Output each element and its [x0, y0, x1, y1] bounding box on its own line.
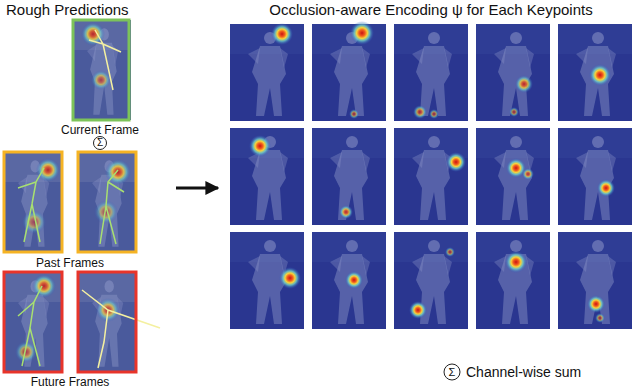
panel: Rough Predictions: [0, 0, 174, 392]
sum-sign: Σ: [449, 365, 456, 379]
heatmap-grid: [394, 24, 468, 121]
heatmap-grid: [345, 271, 363, 289]
heatmap-grid: [271, 23, 293, 45]
heatmap-grid: [509, 107, 519, 117]
flow-arrow: [176, 187, 218, 190]
future-frame-image: [4, 272, 62, 372]
heatmap-grid: [558, 232, 632, 329]
future-frame-image: [32, 274, 56, 298]
legend-text: Channel-wise sum: [466, 364, 581, 380]
future-frame-image: [78, 272, 136, 372]
past-frame-image: [36, 158, 60, 182]
heatmap-grid: [312, 128, 386, 225]
heatmap-grid: [230, 232, 304, 329]
heatmap-grid: [446, 152, 466, 172]
heatmap-grid: [230, 232, 304, 329]
panel-heading: Rough Predictions: [6, 1, 174, 19]
heatmap-grid: [558, 128, 632, 225]
past-frame-image: [100, 170, 124, 244]
panel-heading: Occlusion-aware Encoding ψ for Each Keyp…: [222, 1, 640, 19]
past-frame-image: [4, 152, 62, 252]
heatmap-grid: [589, 64, 611, 86]
heatmap-grid: [558, 232, 632, 329]
past-frame-image: [78, 152, 136, 252]
heatmap-grid: [515, 75, 533, 93]
heatmap-grid: [409, 301, 427, 319]
heatmap-grid: [413, 105, 427, 119]
future-frame-image: [82, 290, 160, 368]
heatmap-grid: [312, 21, 386, 121]
heatmap-grid: [476, 232, 550, 329]
past-frame-image: [4, 152, 62, 252]
past-frame-image: [78, 152, 136, 252]
heatmap-grid: [445, 247, 455, 257]
legend-entry: Channel-wise sum: [466, 364, 581, 380]
heatmap-grid: [476, 24, 550, 121]
heatmap-grid: [394, 232, 468, 329]
future-frame-image: [4, 272, 62, 372]
heatmap-grid: [230, 21, 632, 329]
heatmap-grid: [350, 21, 374, 45]
sum-sign: Σ: [97, 136, 103, 150]
future-frame-image: [4, 272, 62, 372]
sum-symbol: [444, 364, 460, 380]
heatmap-grid: [558, 24, 632, 121]
past-frame-image: [78, 152, 136, 252]
heatmap-grid: [230, 23, 304, 121]
heatmap-grid: [249, 135, 271, 157]
heatmap-grid: [312, 232, 386, 329]
frame-caption: Future Frames: [31, 375, 110, 389]
heatmap-grid: [505, 251, 527, 273]
heatmap-grid: [476, 24, 550, 121]
heatmap-grid: [230, 128, 304, 225]
past-frame-image: [18, 168, 44, 242]
frame-caption: Current Frame: [61, 123, 139, 137]
heatmap-grid: [394, 128, 468, 225]
current-frame-image: [91, 70, 111, 90]
current-frame-image: [73, 20, 131, 120]
heatmap-grid: [394, 24, 468, 121]
current-frame-image: [73, 20, 129, 120]
heatmap-grid: [558, 128, 632, 225]
frame-caption: Past Frames: [36, 256, 104, 270]
heatmap-grid: [476, 128, 550, 225]
heatmap-grid: [597, 179, 615, 197]
heatmap-grid: [558, 24, 632, 121]
future-frame-image: [18, 286, 42, 366]
past-frame-image: [4, 152, 62, 252]
heatmap-grid: [587, 295, 605, 313]
heatmap-grid: [312, 232, 386, 329]
current-frame-image: [89, 30, 121, 90]
heatmap-grid: [429, 109, 439, 119]
heatmap-grid: [394, 232, 468, 329]
heatmap-grid: [279, 267, 301, 289]
heatmap-grid: [476, 128, 550, 225]
heatmap-grid: [312, 128, 386, 225]
heatmap-grid: [595, 313, 605, 323]
panel: Occlusion-aware Encoding ψ for Each Keyp…: [220, 0, 640, 392]
heatmap-grid: [394, 128, 468, 225]
heatmap-grid: [339, 205, 353, 219]
heatmap-grid: [230, 24, 304, 121]
heatmap-grid: [349, 109, 359, 119]
heatmap-grid: [230, 128, 304, 225]
heatmap-grid: [522, 168, 534, 180]
sum-symbol: [94, 137, 107, 150]
heatmap-grid: [312, 24, 386, 121]
current-frame-image: [73, 20, 131, 120]
future-frame-image: [78, 272, 160, 372]
heatmap-grid: [476, 232, 550, 329]
